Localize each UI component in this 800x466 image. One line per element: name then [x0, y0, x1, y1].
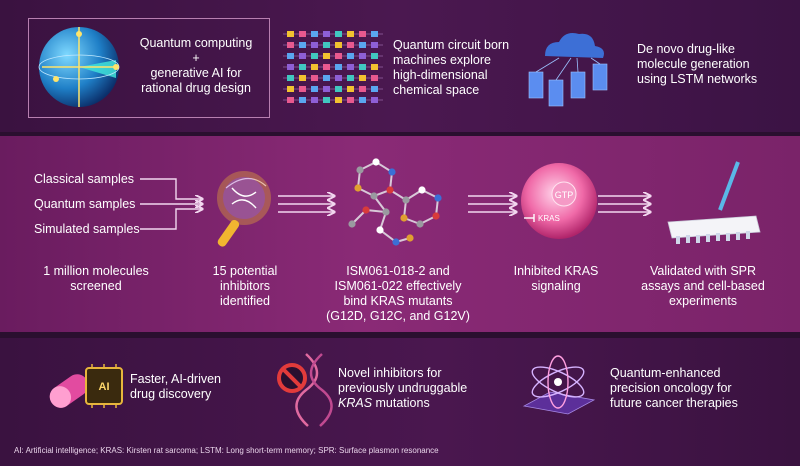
- arrow-step3: [598, 196, 650, 212]
- item3-line2: precision oncology for: [610, 381, 732, 395]
- middle-panel: [0, 136, 800, 332]
- item2-line1: Novel inhibitors for: [338, 366, 442, 380]
- undruggable-dna-icon: [277, 353, 333, 427]
- box2-line2: machines explore: [393, 53, 491, 67]
- arrow-step2: [468, 196, 516, 212]
- arrow-classical: [140, 178, 202, 199]
- step5-line3: experiments: [668, 294, 738, 308]
- step3-line4: (G12D, G12C, and G12V): [326, 309, 470, 323]
- step2-line2: inhibitors: [219, 279, 271, 293]
- item2-line2: previously undruggable: [338, 381, 468, 395]
- step5-line2: assays and cell-based: [641, 279, 765, 293]
- box1-line2: +: [192, 51, 200, 65]
- step2-line3: identified: [219, 294, 271, 308]
- box3-line1: De novo drug-like: [637, 42, 735, 56]
- pill-chip-icon: AI: [49, 364, 123, 408]
- molecule-structure-icon: [348, 158, 442, 246]
- arrow-simulated: [140, 209, 202, 230]
- top-panel: [0, 0, 800, 132]
- step2-line1: 15 potential: [212, 264, 278, 278]
- box1-line1: Quantum computing: [139, 36, 253, 50]
- box1-line4: rational drug design: [141, 81, 251, 95]
- ai-chip-label: AI: [99, 381, 110, 393]
- quantum-globe-icon: [38, 27, 120, 107]
- item2-line3: mutations: [372, 396, 430, 410]
- item1-line2: drug discovery: [130, 387, 212, 401]
- quantum-circuit-icon: [283, 31, 383, 103]
- magnifier-dna-icon: [217, 171, 271, 247]
- item1-line1: Faster, AI-driven: [130, 372, 222, 386]
- assay-plate-icon: [667, 161, 761, 244]
- highlight-frame: [28, 18, 270, 118]
- footnote: AI: Artificial intelligence; KRAS: Kirst…: [14, 446, 439, 455]
- kras-label: KRAS: [538, 214, 560, 223]
- step4-line1: Inhibited KRAS: [513, 264, 599, 278]
- step3-line2: ISM061-022 effectively: [334, 279, 462, 293]
- box2-line1: Quantum circuit born: [393, 38, 510, 52]
- cloud-server-icon: [528, 33, 608, 107]
- step5-line1: Validated with SPR: [649, 264, 757, 278]
- box3-line3: using LSTM networks: [637, 72, 758, 86]
- bottom-panel: [0, 338, 800, 466]
- box2-line4: chemical space: [393, 83, 480, 97]
- step1-line2: screened: [70, 279, 122, 293]
- gtp-label: GTP: [555, 190, 574, 200]
- step3-line3: bind KRAS mutants: [343, 294, 453, 308]
- item3-line1: Quantum-enhanced: [610, 366, 721, 380]
- step1-line1: 1 million molecules: [43, 264, 149, 278]
- item3-line3: future cancer therapies: [610, 396, 738, 410]
- input-simulated: Simulated samples: [34, 222, 140, 236]
- quantum-atom-icon: [522, 355, 596, 415]
- step3-line1: ISM061-018-2 and: [346, 264, 450, 278]
- box1-line3: generative AI for: [150, 66, 242, 80]
- item2-kras: KRAS: [338, 396, 373, 410]
- input-quantum: Quantum samples: [34, 197, 136, 211]
- box3-line2: molecule generation: [637, 57, 750, 71]
- kras-cell-icon: GTP KRAS: [521, 163, 597, 239]
- input-classical: Classical samples: [34, 172, 135, 186]
- step4-line2: signaling: [531, 279, 581, 293]
- arrow-step1: [278, 196, 334, 212]
- box2-line3: high-dimensional: [393, 68, 488, 82]
